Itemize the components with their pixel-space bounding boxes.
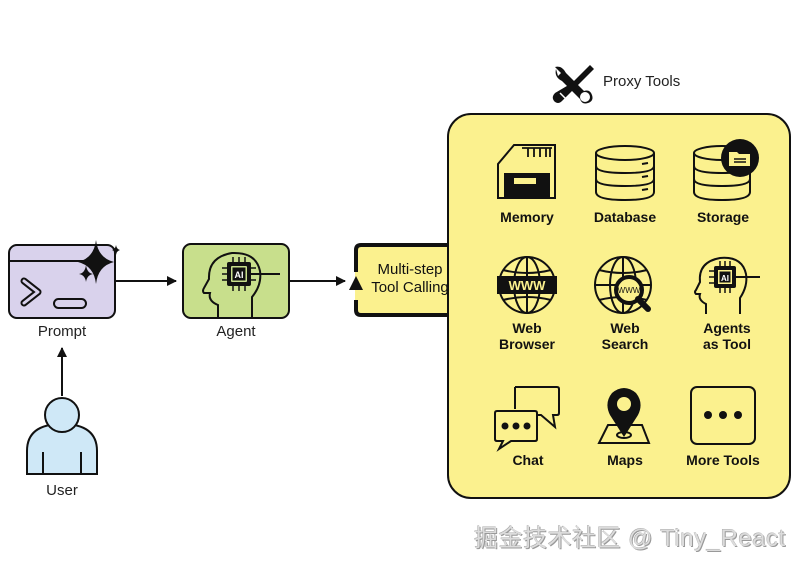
database-icon bbox=[595, 145, 655, 202]
user-label: User bbox=[46, 482, 78, 499]
tool-agents-as-tool-label-1: Agents bbox=[703, 320, 751, 336]
memory-card-icon bbox=[497, 144, 556, 199]
map-pin-icon bbox=[597, 388, 651, 444]
tool-storage-label: Storage bbox=[696, 209, 750, 225]
tool-web-search-label-1: Web bbox=[610, 320, 640, 336]
tool-database-label: Database bbox=[593, 209, 657, 225]
chat-bubbles-icon bbox=[494, 386, 560, 452]
proxy-tools-header: Proxy Tools bbox=[552, 63, 712, 107]
tool-memory-label: Memory bbox=[500, 209, 554, 225]
tool-web-browser-label-2: Browser bbox=[498, 336, 556, 352]
tool-chat[interactable]: Chat bbox=[493, 385, 563, 475]
tool-agents-as-tool[interactable]: AI Agents as Tool bbox=[692, 254, 762, 354]
tool-database[interactable]: Database bbox=[590, 140, 660, 230]
terminal-sparkle-icon bbox=[8, 240, 120, 319]
multistep-line2: Tool Calling bbox=[371, 279, 449, 296]
agent-node[interactable]: AI bbox=[182, 243, 290, 319]
user-icon bbox=[26, 397, 98, 475]
tool-maps-label: Maps bbox=[607, 452, 643, 468]
globe-www-icon: WWW bbox=[497, 256, 557, 314]
web-search-www-text: WWW bbox=[618, 286, 641, 295]
tool-web-browser-label-1: Web bbox=[512, 320, 542, 336]
agents-tool-chip-text: AI bbox=[721, 274, 729, 283]
more-dots-icon bbox=[690, 386, 756, 445]
tool-web-search-label-2: Search bbox=[601, 336, 649, 352]
tool-web-browser[interactable]: WWW Web Browser bbox=[494, 254, 560, 354]
prompt-label: Prompt bbox=[37, 323, 87, 340]
storage-icon bbox=[693, 139, 759, 202]
tool-web-search[interactable]: WWW Web Search bbox=[592, 254, 658, 354]
multistep-line1: Multi-step bbox=[377, 261, 443, 278]
tool-chat-label: Chat bbox=[512, 452, 544, 468]
tool-agents-as-tool-label-2: as Tool bbox=[703, 336, 751, 352]
tool-memory[interactable]: Memory bbox=[492, 140, 562, 230]
prompt-node[interactable] bbox=[8, 240, 120, 320]
tool-storage[interactable]: Storage bbox=[688, 139, 762, 230]
ai-head-icon: AI bbox=[182, 243, 290, 319]
user-node[interactable] bbox=[26, 396, 98, 476]
web-browser-www-text: WWW bbox=[509, 278, 547, 293]
proxy-tools-title: Proxy Tools bbox=[603, 73, 681, 90]
tool-more-tools-label: More Tools bbox=[686, 452, 760, 468]
watermark: 掘金技术社区 @ Tiny_React bbox=[474, 525, 786, 552]
agent-chip-text: AI bbox=[235, 270, 244, 280]
tool-maps[interactable]: Maps bbox=[592, 385, 658, 475]
tool-more-tools[interactable]: More Tools bbox=[686, 385, 760, 475]
ai-head-icon: AI bbox=[694, 256, 760, 314]
agent-label: Agent bbox=[216, 323, 256, 340]
multistep-tool-calling-node[interactable]: Multi-step Tool Calling bbox=[349, 242, 470, 320]
tools-icon bbox=[552, 65, 594, 104]
globe-search-icon: WWW bbox=[594, 256, 652, 314]
